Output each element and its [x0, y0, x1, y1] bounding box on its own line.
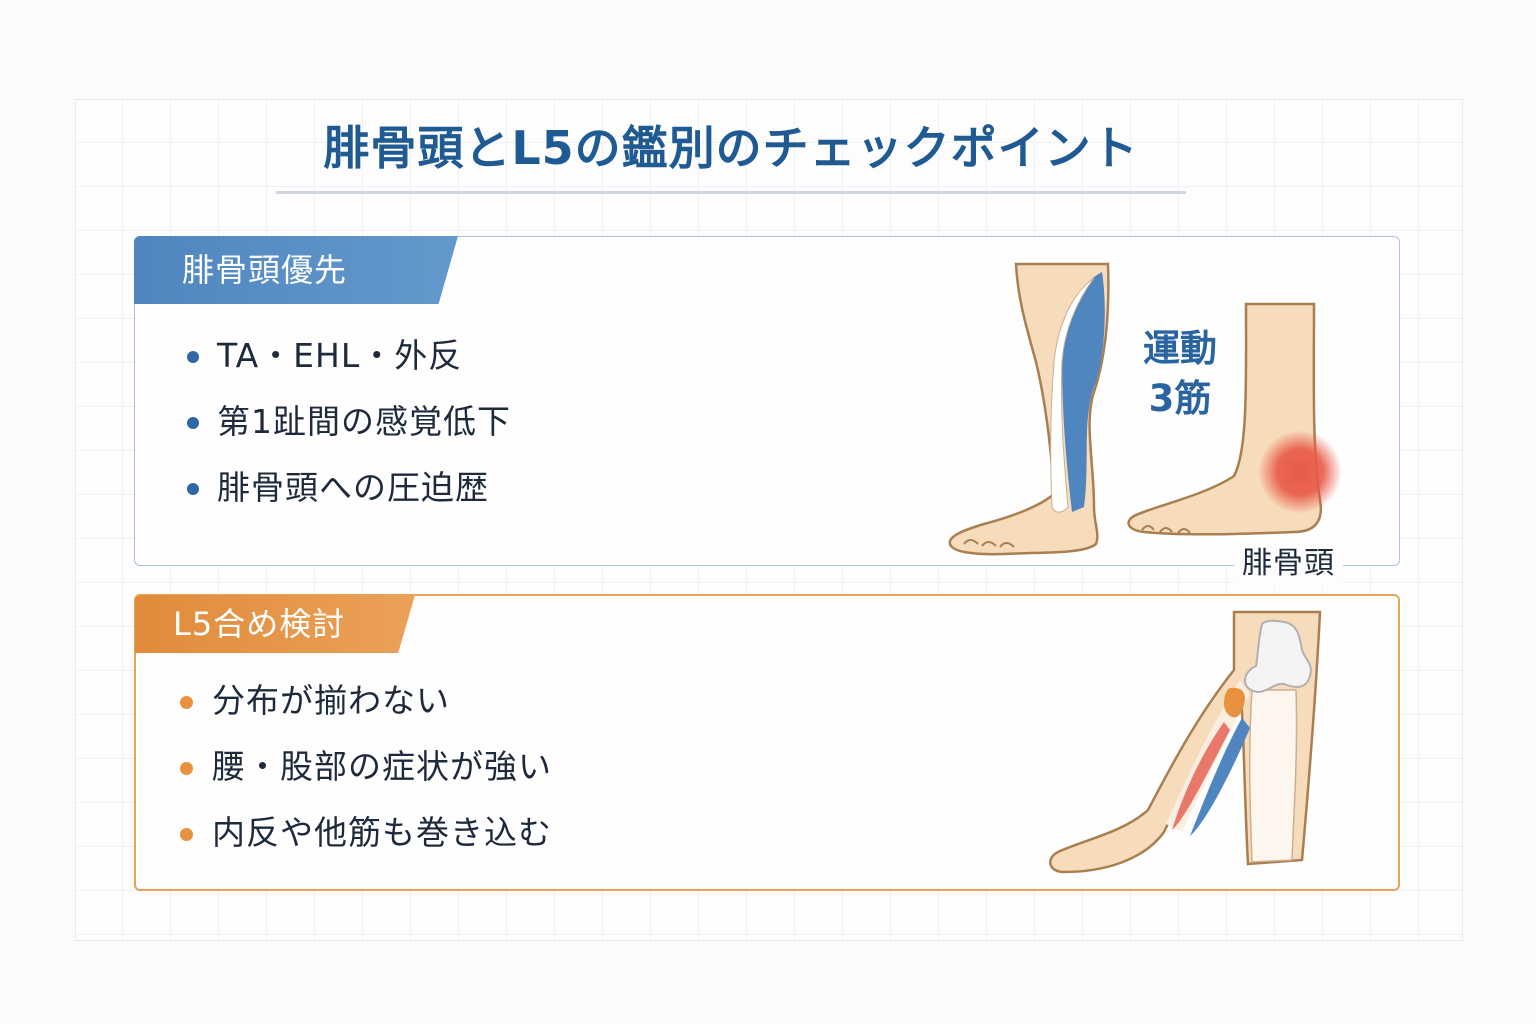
list-item: 内反や他筋も巻き込む	[180, 800, 552, 866]
motor-muscles-label: 運動 3筋	[1143, 327, 1217, 420]
leg-anatomy-icon	[1049, 610, 1322, 874]
bullet-icon	[180, 696, 193, 709]
fibular-head-tag: 腓骨頭優先	[134, 236, 458, 304]
leg-muscle-icon	[948, 262, 1110, 556]
bullet-icon	[180, 828, 193, 841]
list-item: 腰・股部の症状が強い	[180, 734, 552, 800]
bullet-icon	[187, 417, 199, 429]
list-item: TA・EHL・外反	[187, 323, 511, 389]
fibular-head-label: 腓骨頭	[1234, 540, 1343, 588]
l5-list: 分布が揃わない 腰・股部の症状が強い 内反や他筋も巻き込む	[180, 668, 552, 866]
list-item: 腓骨頭への圧迫歴	[187, 455, 511, 521]
bullet-icon	[187, 483, 199, 495]
title-divider	[276, 191, 1186, 194]
fibular-head-list: TA・EHL・外反 第1趾間の感覚低下 腓骨頭への圧迫歴	[187, 323, 511, 521]
list-item: 第1趾間の感覚低下	[187, 389, 511, 455]
l5-tag: L5合め検討	[135, 595, 415, 653]
bullet-icon	[187, 351, 199, 363]
list-item: 分布が揃わない	[180, 668, 552, 734]
bullet-icon	[180, 762, 193, 775]
foot-pain-spot-icon	[1127, 302, 1342, 536]
page-title: 腓骨頭とL5の鑑別のチェックポイント	[323, 121, 1139, 175]
